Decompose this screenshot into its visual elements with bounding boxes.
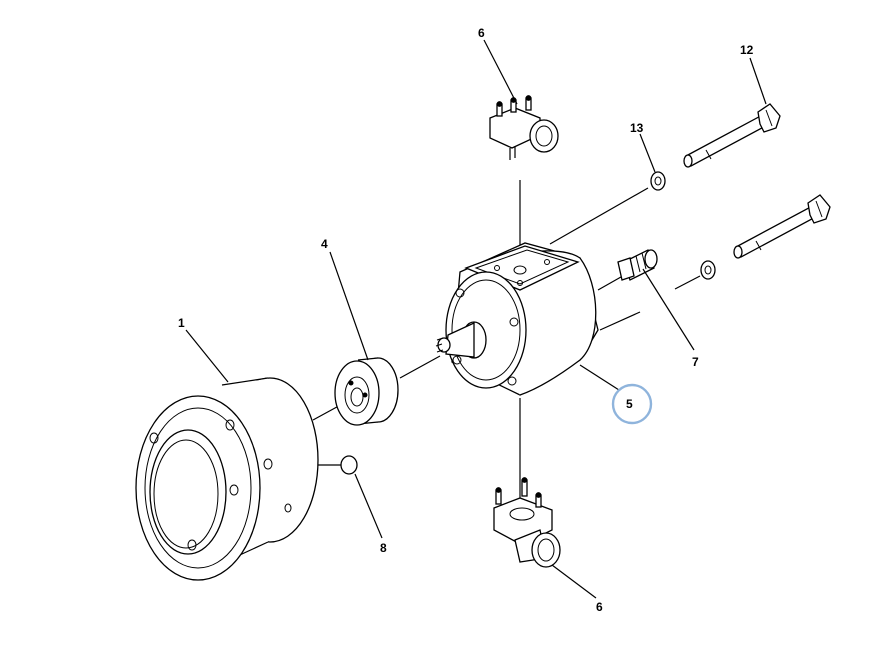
callout-1: 1 [178, 316, 185, 330]
callout-13: 13 [630, 121, 644, 135]
callout-6-bottom: 6 [596, 600, 603, 614]
bolt-part-lower [733, 194, 831, 259]
callout-12: 12 [740, 43, 754, 57]
callout-5: 5 [626, 397, 633, 411]
bolt-part [683, 103, 781, 168]
callout-6-top: 6 [478, 26, 485, 40]
plug-part [340, 455, 358, 475]
fitting-top-part [489, 95, 559, 160]
callout-4: 4 [321, 237, 328, 251]
callout-8: 8 [380, 541, 387, 555]
bearing-part [334, 357, 399, 426]
fitting-bottom-part [493, 477, 561, 568]
callout-5-highlight-ring [611, 383, 653, 425]
callout-7: 7 [692, 355, 699, 369]
pump-body-part [435, 242, 599, 396]
flange-housing-part [135, 377, 319, 581]
washer-part [650, 171, 716, 280]
adapter-part [617, 249, 658, 281]
callouts: 1 4 5 6 6 7 8 12 13 [178, 26, 754, 614]
leader-lines [185, 39, 767, 599]
